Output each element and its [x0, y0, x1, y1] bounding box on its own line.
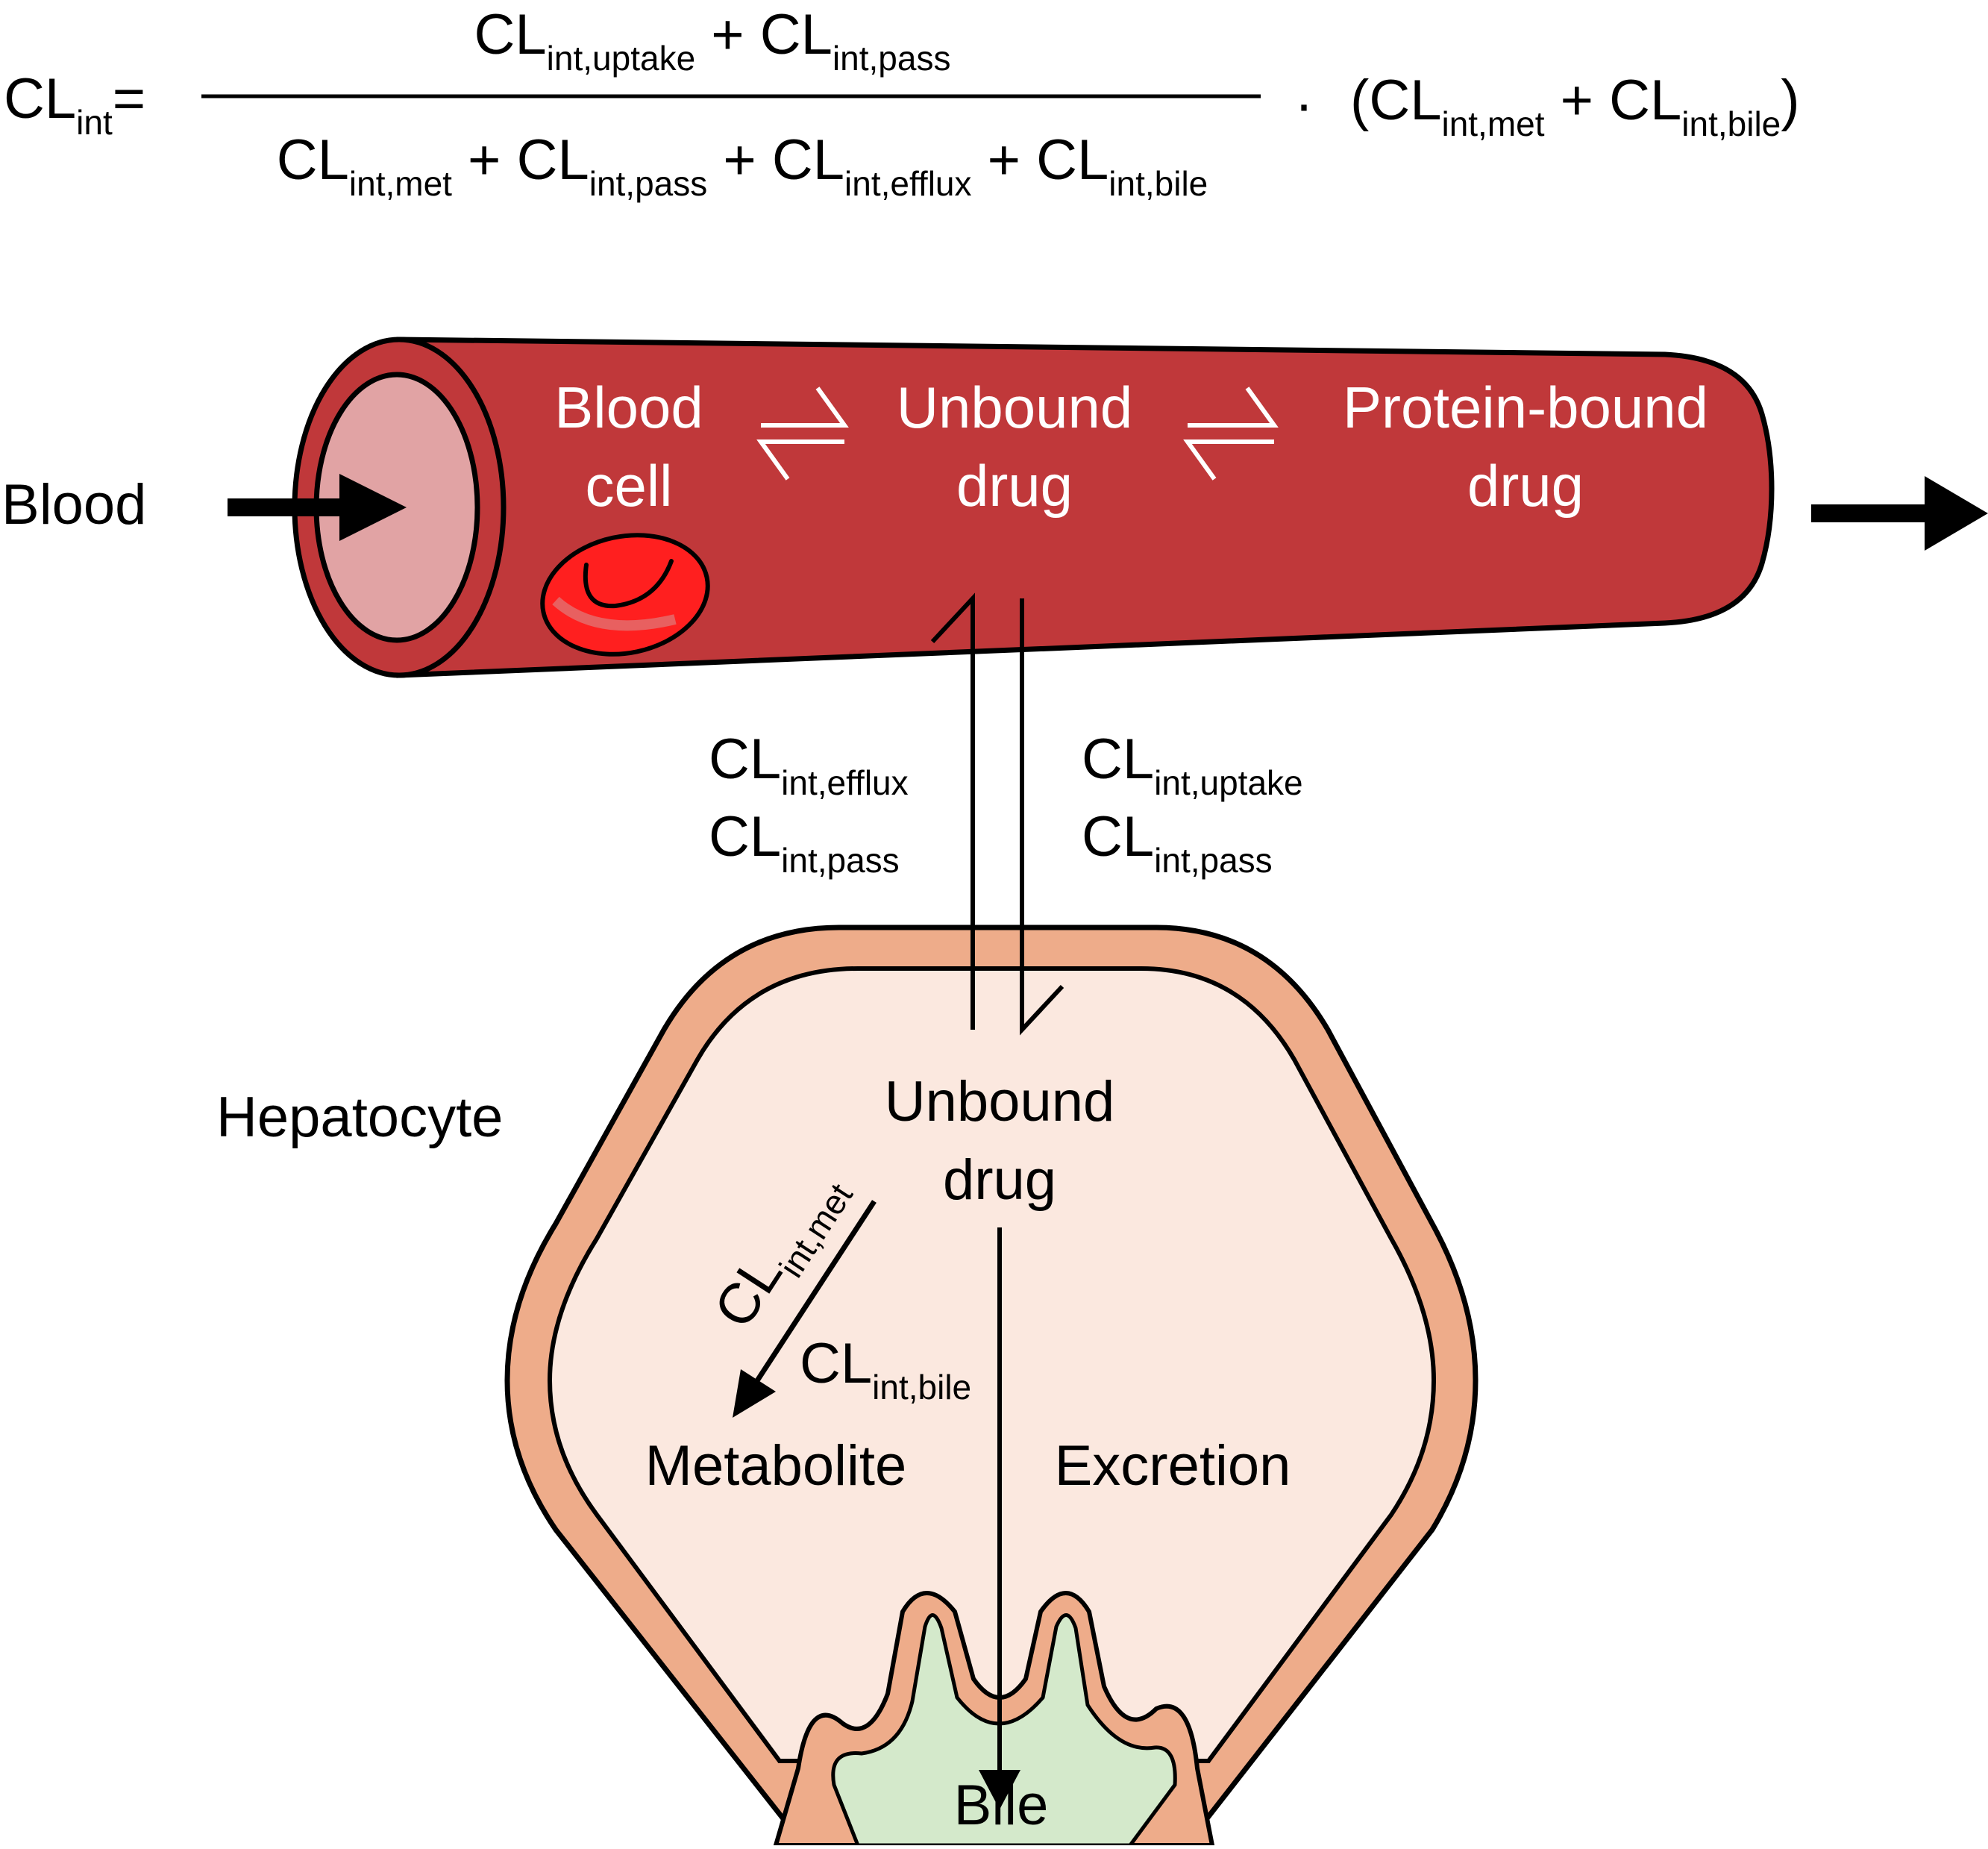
- plasma-unbound-drug-line2: drug: [956, 453, 1073, 519]
- clearance-subscript: int,met: [1441, 104, 1544, 143]
- bile-label: Bile: [954, 1774, 1049, 1837]
- clearance-subscript: int,met: [349, 164, 452, 203]
- clearance-symbol: CL: [760, 3, 832, 66]
- equation-numerator: CLint,uptake​ + CLint,pass​: [474, 3, 951, 78]
- hepatocyte-cell: [504, 924, 1479, 1848]
- clearance-symbol: CL: [1082, 728, 1154, 791]
- biliary-clearance-label: CLint,bile​: [800, 1332, 971, 1407]
- multiplication-dot: ·: [1294, 72, 1313, 136]
- clearance-equation: CLint= CLint,uptake​ + CLint,pass​ CLint…: [4, 3, 1800, 203]
- clearance-symbol: CL: [1082, 805, 1154, 869]
- equation-lhs: CLint=: [4, 67, 145, 142]
- clearance-subscript: int,efflux: [844, 164, 971, 203]
- red-blood-cell: [540, 533, 710, 657]
- efflux-arrow: [930, 592, 975, 1030]
- uptake-passive-clearance-label: CLint,pass​: [1082, 805, 1273, 880]
- clearance-subscript: int,bile: [1681, 104, 1781, 143]
- intracellular-unbound-drug-line1: Unbound: [885, 1070, 1115, 1133]
- bile-lumen: [831, 1613, 1177, 1848]
- clearance-subscript: int,efflux: [781, 763, 908, 802]
- excretion-label: Excretion: [1055, 1434, 1291, 1498]
- clearance-symbol: CL: [474, 3, 547, 66]
- metabolite-label: Metabolite: [645, 1434, 907, 1498]
- clearance-subscript: int,bile: [872, 1368, 971, 1407]
- blood-outflow-arrow: [1811, 476, 1988, 551]
- clearance-subscript: int,pass: [1154, 841, 1273, 880]
- intracellular-unbound-drug-line2: drug: [943, 1148, 1056, 1212]
- protein-bound-drug-line1: Protein-bound: [1343, 375, 1708, 440]
- clearance-symbol: CL: [1609, 69, 1681, 132]
- vessel-body: [396, 337, 1775, 678]
- equilibrium-arrows-1: [756, 387, 849, 481]
- clearance-subscript: int,pass: [589, 164, 708, 203]
- hepatocyte-label: Hepatocyte: [216, 1086, 503, 1149]
- protein-bound-drug-line2: drug: [1467, 453, 1584, 519]
- clearance-symbol: CL: [277, 128, 349, 192]
- plasma-unbound-drug-line1: Unbound: [897, 375, 1133, 440]
- efflux-clearance-label: CLint,efflux​: [709, 728, 909, 802]
- clearance-symbol: CL: [1369, 69, 1441, 132]
- operator: +: [972, 128, 1037, 192]
- operator: +: [707, 128, 772, 192]
- metabolism-arrow: [733, 1200, 877, 1418]
- operator: +: [452, 128, 517, 192]
- operator: +: [1545, 69, 1610, 132]
- clearance-symbol: CL: [772, 128, 844, 192]
- equilibrium-arrows-2: [1183, 387, 1279, 481]
- clearance-symbol: CL: [517, 128, 589, 192]
- operator: +: [695, 3, 760, 66]
- efflux-passive-clearance-label: CLint,pass​: [709, 805, 900, 880]
- clearance-symbol: CL: [709, 728, 781, 791]
- excretion-arrow: [979, 1227, 1020, 1809]
- clearance-subscript: int,bile: [1109, 164, 1208, 203]
- blood-cell-label-line2: cell: [585, 453, 672, 519]
- blood-inflow-label: Blood: [1, 473, 146, 536]
- clearance-subscript: int,pass: [781, 841, 900, 880]
- clearance-subscript: int,pass: [832, 39, 951, 78]
- clearance-subscript: int,uptake: [547, 39, 695, 78]
- uptake-clearance-label: CLint,uptake​: [1082, 728, 1303, 802]
- clearance-symbol: CL: [1036, 128, 1109, 192]
- uptake-arrow: [1020, 598, 1064, 1036]
- equation-denominator: CLint,met​ + CLint,pass​ + CLint,efflux​…: [277, 128, 1208, 203]
- clearance-symbol: CL: [709, 805, 781, 869]
- blood-vessel: Blood cell Unbound drug Protein-bound dr…: [292, 337, 1775, 678]
- equation-factor: (CLint,met​ + CLint,bile​): [1350, 69, 1800, 143]
- clearance-symbol: CL: [800, 1332, 872, 1395]
- blood-cell-label-line1: Blood: [554, 375, 703, 440]
- clearance-subscript: int,uptake: [1154, 763, 1302, 802]
- blood-inflow-arrow: [228, 474, 407, 541]
